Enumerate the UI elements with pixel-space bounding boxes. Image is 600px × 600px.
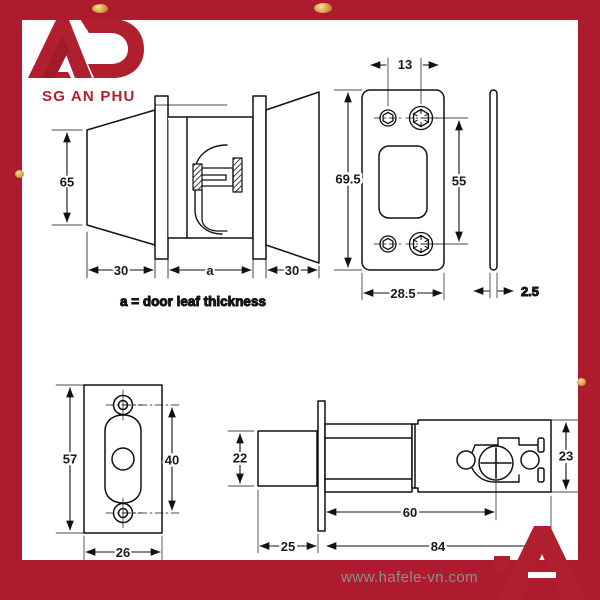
footer-website-url: www.hafele-vn.com	[341, 569, 478, 586]
dim-backset: 60	[403, 505, 417, 520]
view-knob-section	[86, 91, 320, 264]
note-door-leaf-thickness: a = door leaf thickness	[120, 294, 266, 309]
gold-accent-icon	[15, 170, 24, 178]
gold-accent-icon	[92, 4, 108, 13]
dim-plate-height: 69.5	[335, 171, 360, 186]
ad-monogram-icon	[28, 19, 144, 78]
logo-company-name: SG AN PHU	[42, 88, 136, 105]
dim-latch-body-height: 23	[559, 448, 573, 463]
dim-screw-hole-centres: 55	[452, 173, 466, 188]
dim-hole-spacing: 13	[398, 57, 412, 72]
dim-knob-projection-left: 30	[114, 263, 128, 278]
dim-latch-bolt-height: 22	[233, 450, 247, 465]
dim-plate-width: 28.5	[390, 286, 415, 301]
view-strike-plate-side	[489, 89, 498, 271]
gold-accent-icon	[577, 378, 586, 386]
hafele-logo-icon	[494, 526, 586, 600]
dim-knob-height: 65	[60, 174, 74, 189]
technical-drawing-area: 65 30 a 30 a = door leaf thickness	[22, 20, 578, 560]
dim-bolt-projection: 25	[281, 539, 295, 554]
dim-door-leaf-thickness: a	[206, 263, 214, 278]
gold-accent-icon	[314, 3, 332, 13]
dim-plate-thickness: 2.5	[521, 284, 539, 299]
dim-faceplate-height: 57	[63, 451, 77, 466]
dim-knob-projection-right: 30	[285, 263, 299, 278]
view-strike-plate-front	[361, 89, 445, 271]
dim-faceplate-screw-centres: 40	[165, 452, 179, 467]
page-footer: www.hafele-vn.com	[0, 526, 600, 600]
dim-faceplate-width: 26	[116, 545, 130, 560]
company-logo: SG AN PHU	[20, 14, 155, 110]
dim-latch-overall-length: 84	[431, 539, 446, 554]
view-latch-side	[257, 400, 552, 532]
